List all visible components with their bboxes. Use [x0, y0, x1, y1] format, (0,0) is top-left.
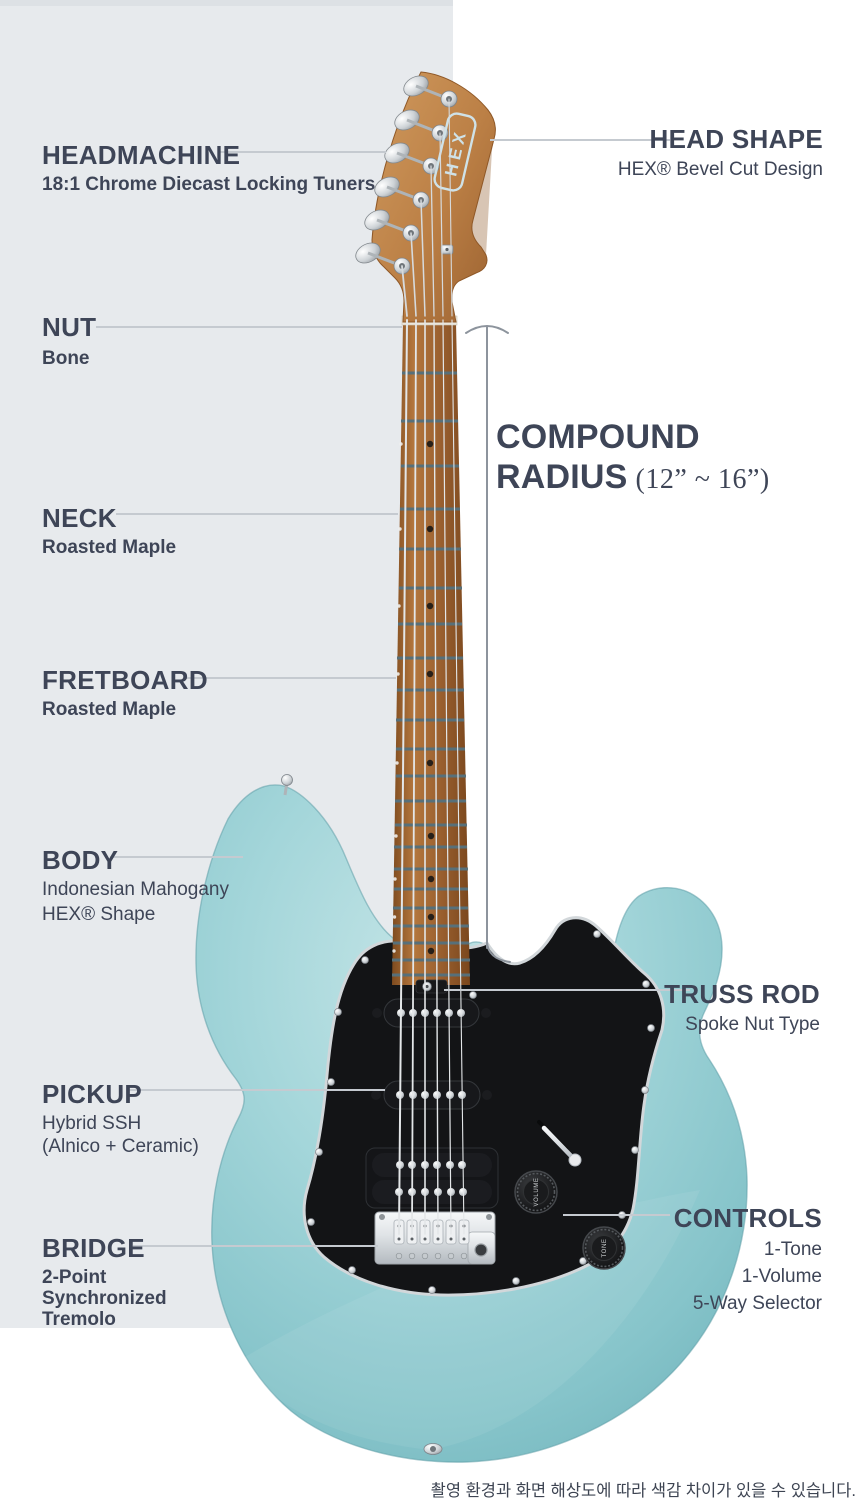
- truss-rod-pointer-line: [444, 989, 690, 991]
- head-shape-pointer-line: [490, 139, 670, 141]
- controls-item-selector: 5-Way Selector: [692, 1293, 822, 1314]
- label-truss-rod: TRUSS ROD Spoke Nut Type: [664, 979, 820, 1037]
- bridge-screws: [395, 1252, 468, 1260]
- middle-single-coil-pickup: [371, 1080, 492, 1110]
- head-shape-subtitle: HEX® Bevel Cut Design: [617, 159, 823, 180]
- controls-item-tone: 1-Tone: [763, 1239, 822, 1260]
- bridge-subtitle-3: Tremolo: [42, 1309, 116, 1330]
- pickguard-screws: [307, 930, 655, 1294]
- headstock-bevel: [471, 139, 494, 255]
- string-tree: [440, 244, 454, 255]
- selector-switch: [537, 1120, 582, 1167]
- bridge-subtitle-1: 2-Point: [42, 1267, 107, 1288]
- fretboard-pointer-line: [184, 677, 396, 679]
- neck-single-coil-pickup: [372, 998, 491, 1028]
- strap-button-top: [281, 774, 293, 796]
- label-fretboard: FRETBOARD Roasted Maple: [42, 665, 208, 723]
- headmachine-title: HEADMACHINE: [42, 140, 241, 170]
- controls-item-volume: 1-Volume: [741, 1266, 822, 1287]
- main-strings: [398, 319, 465, 1235]
- tone-knob-label: TONE: [602, 1239, 608, 1258]
- volume-knob-label: VOLUME: [534, 1178, 540, 1207]
- compound-radius-range: (12” ~ 16”): [635, 464, 770, 495]
- controls-hardware: VOLUME TONE: [514, 1120, 626, 1270]
- nut-subtitle: Bone: [42, 348, 90, 369]
- humbucker-pickup: [365, 1147, 499, 1209]
- neck-pointer-line: [116, 513, 398, 515]
- bridge-pointer-line: [133, 1245, 378, 1247]
- inlay-dots: [426, 440, 435, 955]
- headstock-strings: [401, 98, 453, 317]
- label-neck: NECK Roasted Maple: [42, 503, 176, 561]
- body-subtitle-1: Indonesian Mahogany: [42, 879, 229, 900]
- compound-radius-line1: COMPOUND: [496, 418, 700, 456]
- label-nut: NUT Bone: [42, 312, 96, 372]
- volume-knob: VOLUME: [514, 1170, 558, 1214]
- controls-pointer-line: [563, 1214, 670, 1216]
- bridge-title: BRIDGE: [42, 1233, 145, 1263]
- truss-rod-subtitle: Spoke Nut Type: [685, 1014, 820, 1035]
- body-title: BODY: [42, 845, 119, 875]
- compound-radius-line2: RADIUS(12” ~ 16”): [496, 457, 770, 500]
- pickup-subtitle-1: Hybrid SSH: [42, 1113, 142, 1134]
- fretboard-subtitle: Roasted Maple: [42, 699, 177, 720]
- strap-button-bottom: [423, 1443, 443, 1455]
- truss-rod-title: TRUSS ROD: [664, 979, 820, 1009]
- label-body: BODY Indonesian Mahogany HEX® Shape: [42, 845, 229, 927]
- bridge-subtitle-2: Synchronized: [42, 1288, 167, 1309]
- label-headmachine: HEADMACHINE 18:1 Chrome Diecast Locking …: [42, 140, 375, 198]
- tremolo-bridge: [374, 1211, 496, 1265]
- body-subtitle-2: HEX® Shape: [42, 904, 156, 925]
- compound-radius-word: RADIUS: [496, 458, 628, 496]
- label-compound-radius: COMPOUND RADIUS(12” ~ 16”): [496, 417, 770, 500]
- label-head-shape: HEAD SHAPE HEX® Bevel Cut Design: [618, 124, 823, 182]
- pickup-pointer-line: [128, 1089, 385, 1091]
- nut-title: NUT: [42, 312, 97, 342]
- fretboard-wood: [392, 322, 470, 985]
- compound-radius-bracket: [465, 325, 511, 963]
- neck-title: NECK: [42, 503, 117, 533]
- headmachine-subtitle: 18:1 Chrome Diecast Locking Tuners: [42, 174, 376, 195]
- side-dots: [392, 442, 403, 953]
- tone-knob: TONE: [582, 1226, 626, 1270]
- headmachine-pointer-line: [220, 151, 386, 153]
- controls-title: CONTROLS: [673, 1203, 822, 1233]
- strings: [398, 98, 465, 1235]
- footer-disclaimer: 촬영 환경과 화면 해상도에 따라 색감 차이가 있을 수 있습니다.: [430, 1482, 856, 1500]
- nut-pointer-line: [96, 326, 402, 328]
- body-pointer-line: [110, 856, 243, 858]
- pickup-subtitle-2: (Alnico + Ceramic): [42, 1136, 199, 1157]
- head-shape-title: HEAD SHAPE: [649, 124, 823, 154]
- frets: [392, 371, 470, 977]
- pickup-title: PICKUP: [42, 1079, 143, 1109]
- label-bridge: BRIDGE 2-Point Synchronized Tremolo: [42, 1233, 167, 1330]
- fretboard-title: FRETBOARD: [42, 665, 208, 695]
- label-controls: CONTROLS 1-Tone 1-Volume 5-Way Selector: [674, 1203, 822, 1317]
- label-pickup: PICKUP Hybrid SSH (Alnico + Ceramic): [42, 1079, 199, 1158]
- tuner-4: [374, 176, 430, 209]
- neck-subtitle: Roasted Maple: [42, 537, 177, 558]
- truss-rod-spoke-nut: [415, 979, 448, 994]
- tuner-5: [364, 209, 420, 242]
- neck-fretboard: [392, 315, 470, 985]
- panel-top-strip: [0, 0, 453, 6]
